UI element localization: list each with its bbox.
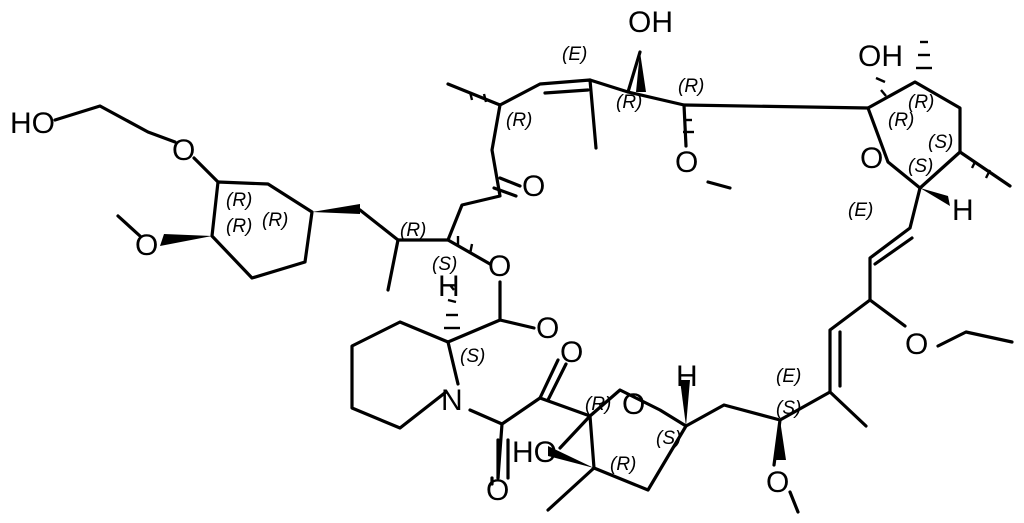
stereo-s-d: (S): [460, 346, 485, 367]
stereo-s-c: (S): [432, 254, 457, 275]
atom-o-ketone: O: [522, 170, 545, 203]
atom-h-ring2: H: [676, 360, 698, 393]
stereo-r-e: (R): [888, 110, 914, 131]
atom-o-methoxy-mid: O: [675, 146, 698, 179]
stereo-e-bot: (E): [776, 366, 801, 387]
atom-h-pyran: H: [952, 194, 974, 227]
stereo-e-top: (E): [562, 44, 587, 65]
wedge-bond-oh-top: [636, 52, 646, 92]
atom-ho-side: HO: [10, 107, 55, 140]
stereo-r-d: (R): [908, 92, 934, 113]
stereo-r-g: (R): [585, 394, 611, 415]
atom-o-methoxy-ring: O: [135, 229, 158, 262]
wedge-bond-h-ring2: [680, 380, 690, 426]
atom-o-pyran: O: [860, 142, 883, 175]
wedge-bond-hemiketal-oh: [548, 446, 594, 468]
stereo-s-e: (S): [776, 398, 801, 419]
stereo-r-cy2: (R): [262, 210, 288, 231]
atom-o-ketoamide-1: O: [560, 336, 583, 369]
atom-o-ethoxy: O: [905, 328, 928, 361]
wedge-bond-chain: [312, 204, 360, 214]
hash-bond-pyran-methyl2: [970, 161, 977, 169]
stereo-r-cy3: (R): [226, 216, 252, 237]
stereo-r-f: (R): [400, 220, 426, 241]
stereo-s-f: (S): [656, 428, 681, 449]
stereo-r-b: (R): [616, 92, 642, 113]
stereo-bonds: [160, 40, 992, 468]
atom-n-piperidine: N: [441, 384, 463, 417]
wedge-bond-methoxy: [160, 234, 212, 246]
atom-ho-ring2: HO: [512, 436, 557, 469]
stereo-s-a: (S): [928, 132, 953, 153]
atom-labels: HO O O OH OH O O O H O H O O N O O H HO …: [10, 6, 974, 507]
stereo-r-c: (R): [678, 76, 704, 97]
atom-o-ether-side: O: [172, 134, 195, 167]
atom-o-ring2: O: [622, 388, 645, 421]
hash-bond-hemiketal: [880, 89, 887, 97]
atom-oh-top: OH: [628, 6, 673, 39]
atom-h-pipecolate: H: [438, 270, 460, 303]
atom-oh-hemiketal: OH: [858, 40, 903, 73]
stereo-e-mid: (E): [848, 200, 873, 221]
hash-bond-h-pipecolate: [449, 284, 455, 291]
stereo-descriptors: (E) (R) (R) (R) (R) (R) (S) (S) (E) (R) …: [226, 44, 953, 475]
stereo-r-cy1: (R): [226, 190, 252, 211]
stereo-r-h: (R): [610, 454, 636, 475]
atom-o-amide: O: [486, 474, 509, 507]
wedge-bond-methoxy-bottom: [774, 420, 786, 460]
atom-o-ester-carbonyl: O: [536, 312, 559, 345]
atom-o-methoxy-bottom: O: [766, 466, 789, 499]
atom-o-ester-link: O: [488, 250, 511, 283]
stereo-r-a: (R): [506, 110, 532, 131]
wedge-bond-h-pyran: [920, 188, 950, 206]
stereo-s-b: (S): [908, 156, 933, 177]
hash-bond-top-methyl: [468, 91, 474, 101]
